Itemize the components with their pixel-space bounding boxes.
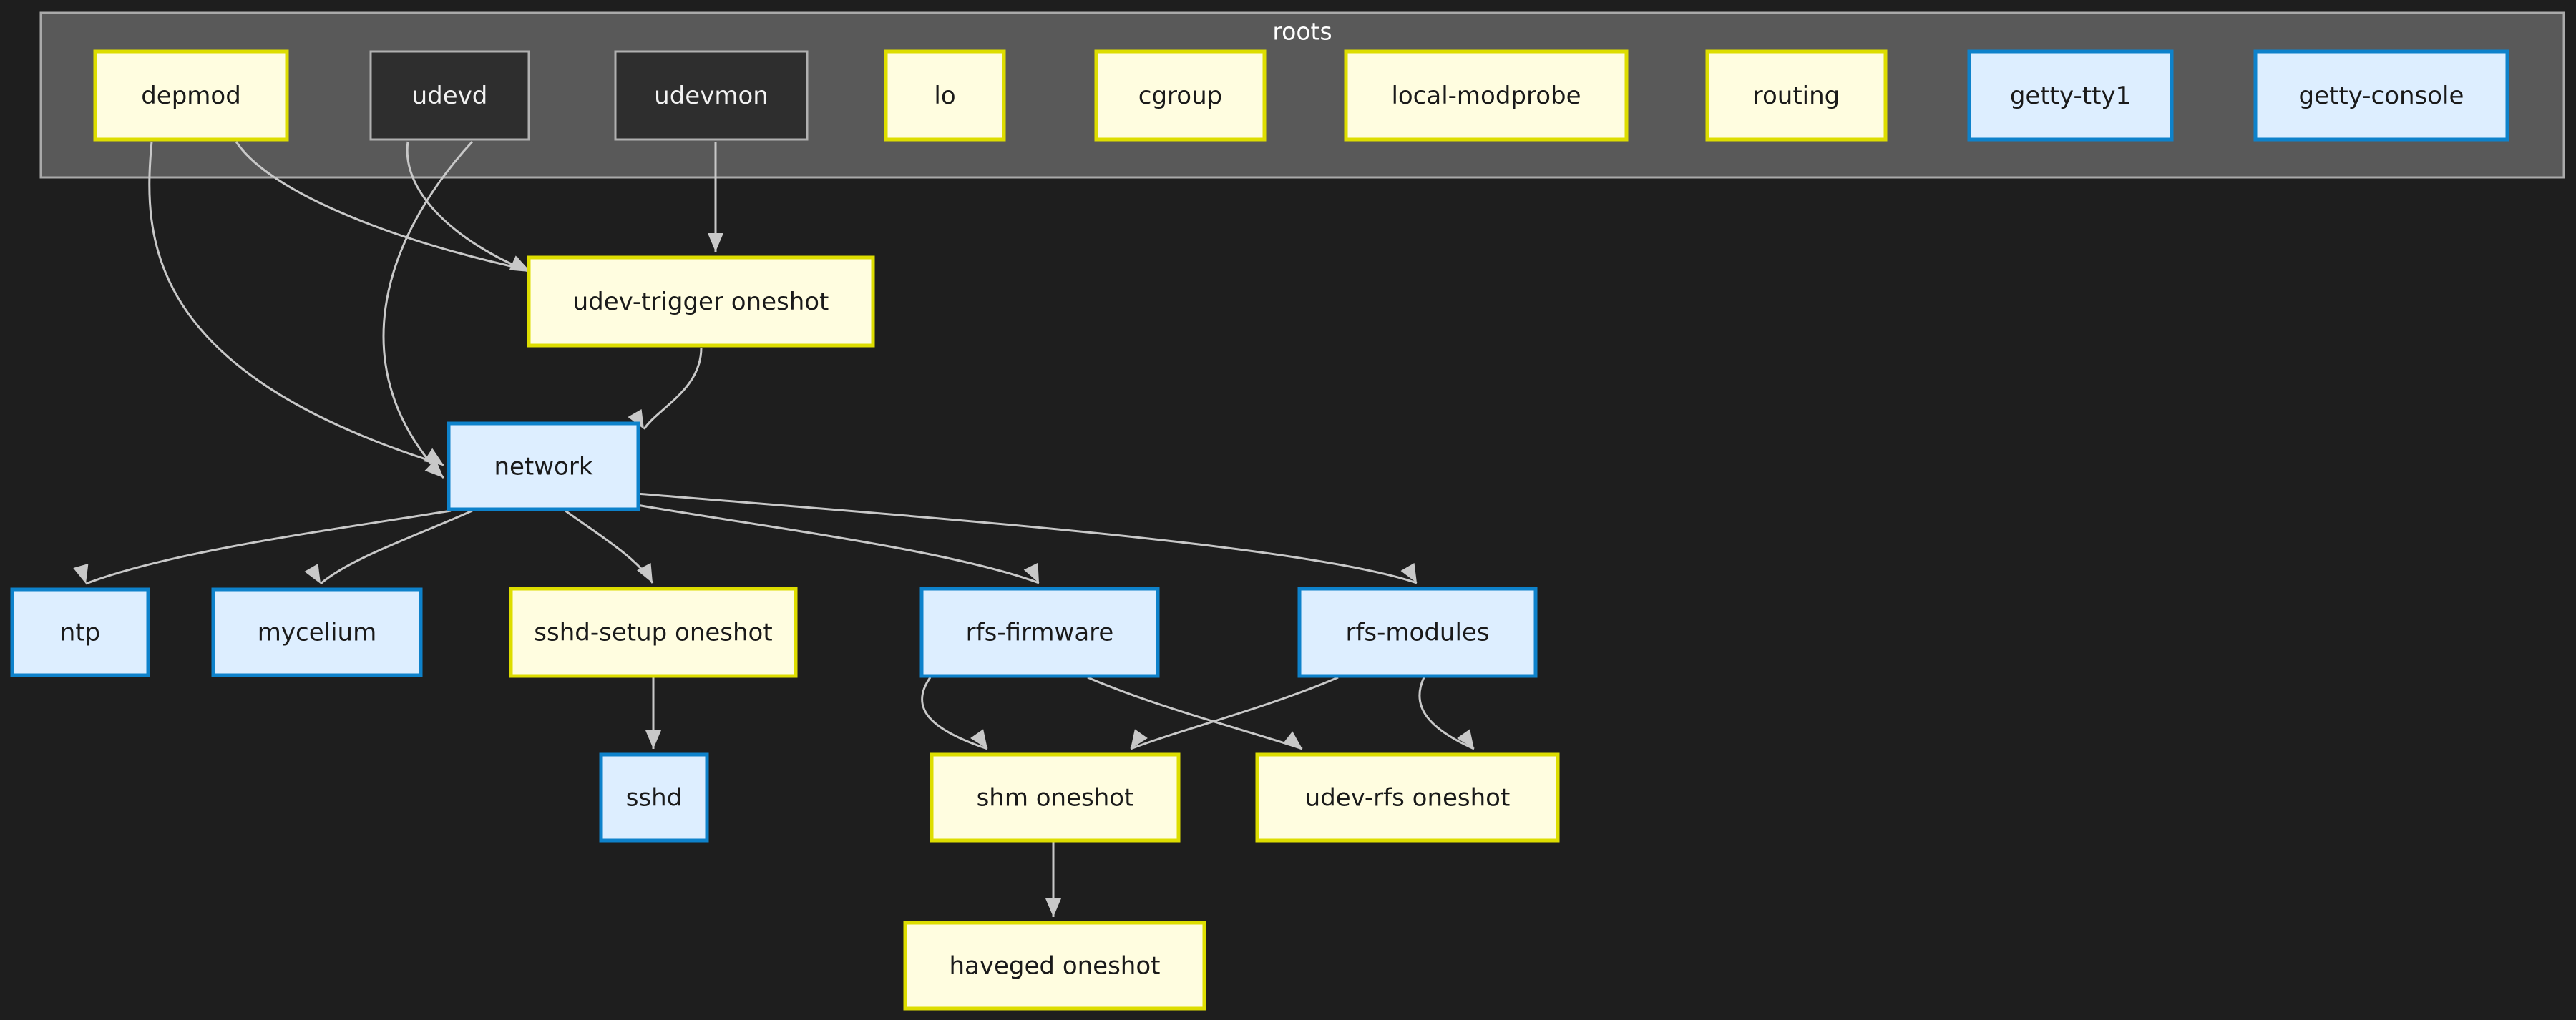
node-local-modprobe[interactable]: local-modprobe	[1344, 49, 1629, 142]
node-getty-console[interactable]: getty-console	[2253, 49, 2509, 142]
node-sshd-box[interactable]	[599, 752, 709, 843]
node-network-box[interactable]	[447, 421, 640, 511]
node-cgroup-box[interactable]	[1094, 49, 1267, 142]
edge-arrowhead	[73, 563, 89, 584]
edge-arrowhead	[304, 563, 321, 584]
node-udevd-label: udevd	[412, 82, 488, 110]
node-lo-label: lo	[934, 82, 955, 110]
node-udev-trigger[interactable]: udev-trigger oneshot	[527, 255, 875, 348]
edge-rfs-firmware-to-udev-rfs	[1087, 676, 1303, 750]
node-cgroup[interactable]: cgroup	[1094, 49, 1267, 142]
node-udev-rfs-label: udev-rfs oneshot	[1305, 784, 1511, 813]
node-shm-label: shm oneshot	[977, 784, 1134, 813]
node-ntp-label: ntp	[60, 619, 100, 647]
node-udevmon[interactable]: udevmon	[614, 50, 809, 141]
node-routing-label: routing	[1753, 82, 1840, 110]
node-depmod[interactable]: depmod	[93, 49, 289, 142]
edge-arrowhead	[1131, 729, 1148, 749]
node-local-modprobe-label: local-modprobe	[1391, 82, 1581, 110]
edge-rfs-modules-to-shm	[1130, 676, 1339, 750]
edge-arrowhead	[1282, 731, 1302, 749]
node-shm[interactable]: shm oneshot	[930, 752, 1181, 843]
node-mycelium-box[interactable]	[211, 587, 423, 677]
node-udevd[interactable]: udevd	[369, 50, 530, 141]
node-rfs-firmware-box[interactable]	[919, 587, 1160, 678]
edge-arrowhead	[1023, 562, 1039, 583]
node-local-modprobe-box[interactable]	[1344, 49, 1629, 142]
node-network[interactable]: network	[447, 421, 640, 511]
edge-network-to-ntp	[85, 509, 452, 585]
node-rfs-firmware-label: rfs-firmware	[966, 619, 1114, 647]
node-routing[interactable]: routing	[1705, 49, 1888, 142]
edge-rfs-modules-to-udev-rfs	[1418, 677, 1475, 750]
node-layer: depmod udevd udevmon lo cgroup local-modprobe…	[10, 49, 2509, 1011]
node-sshd-setup-label: sshd-setup oneshot	[534, 619, 772, 647]
node-rfs-firmware[interactable]: rfs-firmware	[919, 587, 1160, 678]
node-udevmon-label: udevmon	[654, 82, 769, 110]
edge-depmod-to-network	[148, 141, 444, 466]
node-getty-tty1-label: getty-tty1	[2010, 82, 2131, 110]
node-sshd-setup-box[interactable]	[509, 587, 798, 678]
node-haveged-box[interactable]	[903, 921, 1206, 1011]
node-mycelium-label: mycelium	[258, 619, 376, 647]
node-getty-console-label: getty-console	[2299, 82, 2464, 110]
node-cgroup-label: cgroup	[1138, 82, 1222, 110]
node-depmod-box[interactable]	[93, 49, 289, 142]
edge-rfs-firmware-to-shm	[921, 677, 988, 750]
edge-arrowhead	[1457, 729, 1474, 749]
node-rfs-modules[interactable]: rfs-modules	[1297, 587, 1538, 678]
node-depmod-label: depmod	[141, 82, 241, 110]
edge-udevd-to-network	[382, 140, 474, 479]
edge-network-to-rfs-modules	[636, 492, 1418, 584]
node-udev-rfs[interactable]: udev-rfs oneshot	[1255, 752, 1560, 843]
cluster-roots-label: roots	[1272, 18, 1332, 46]
node-getty-tty1[interactable]: getty-tty1	[1967, 49, 2174, 142]
node-getty-console-box[interactable]	[2253, 49, 2509, 142]
node-udev-trigger-label: udev-trigger oneshot	[573, 288, 829, 316]
node-udev-trigger-box[interactable]	[527, 255, 875, 348]
edge-network-to-mycelium	[320, 509, 473, 585]
node-lo[interactable]: lo	[884, 49, 1006, 142]
node-rfs-modules-box[interactable]	[1297, 587, 1538, 678]
node-udevd-box[interactable]	[369, 50, 530, 141]
node-udev-rfs-box[interactable]	[1255, 752, 1560, 843]
node-rfs-modules-label: rfs-modules	[1345, 619, 1489, 647]
edge-arrowhead	[637, 562, 653, 583]
node-haveged[interactable]: haveged oneshot	[903, 921, 1206, 1011]
node-udevmon-box[interactable]	[614, 50, 809, 141]
edge-arrowhead	[424, 448, 444, 465]
node-ntp-box[interactable]	[10, 587, 150, 677]
edge-arrowhead	[708, 233, 723, 252]
edge-arrowhead	[509, 256, 530, 272]
edge-arrowhead	[645, 730, 661, 749]
edge-udev-trigger-to-network	[643, 347, 703, 430]
node-shm-box[interactable]	[930, 752, 1181, 843]
edge-arrowhead	[970, 729, 987, 749]
node-mycelium[interactable]: mycelium	[211, 587, 423, 677]
edge-arrowhead	[424, 459, 444, 478]
node-haveged-label: haveged oneshot	[950, 952, 1161, 981]
node-getty-tty1-box[interactable]	[1967, 49, 2174, 142]
edge-arrowhead	[1400, 562, 1417, 583]
edge-udevd-to-udev-trigger	[406, 141, 530, 273]
edge-network-to-rfs-firmware	[636, 504, 1040, 584]
edge-layer	[73, 140, 1475, 917]
node-sshd[interactable]: sshd	[599, 752, 709, 843]
node-sshd-label: sshd	[626, 784, 683, 813]
node-lo-box[interactable]	[884, 49, 1006, 142]
edge-depmod-to-udev-trigger	[235, 141, 530, 272]
node-sshd-setup[interactable]: sshd-setup oneshot	[509, 587, 798, 678]
node-routing-box[interactable]	[1705, 49, 1888, 142]
node-ntp[interactable]: ntp	[10, 587, 150, 677]
edge-arrowhead	[1045, 898, 1061, 917]
node-network-label: network	[494, 453, 592, 481]
